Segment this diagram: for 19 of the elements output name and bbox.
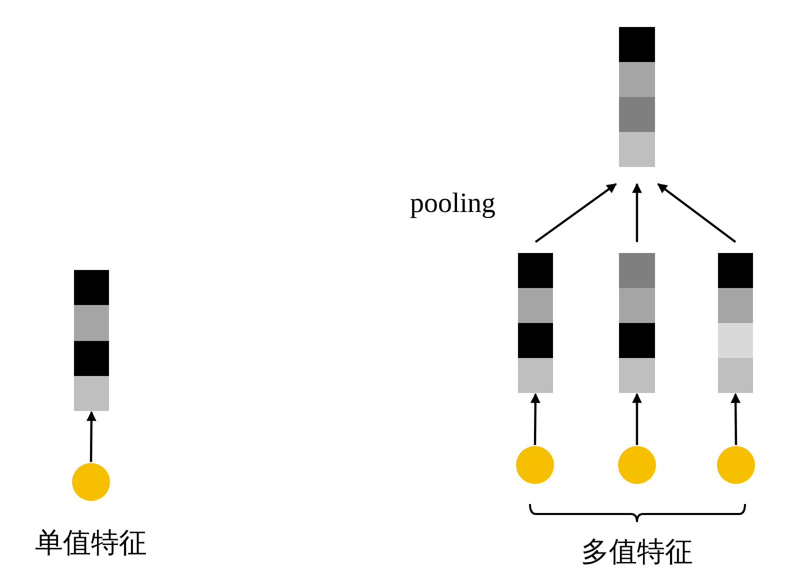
feature-circle bbox=[516, 446, 554, 484]
arrow bbox=[657, 183, 736, 243]
arrow bbox=[730, 393, 741, 446]
embedding-bar bbox=[718, 253, 753, 393]
embedding-bar bbox=[518, 253, 553, 393]
caption: 单值特征 bbox=[35, 525, 147, 561]
feature-circle bbox=[72, 463, 110, 501]
arrow bbox=[534, 183, 617, 243]
arrow bbox=[86, 411, 96, 462]
feature-circle bbox=[717, 446, 755, 484]
embedding-bar bbox=[619, 27, 655, 167]
embedding-bar bbox=[619, 253, 655, 393]
arrow bbox=[632, 393, 642, 445]
feature-circle bbox=[618, 446, 656, 484]
arrow bbox=[530, 393, 540, 446]
arrow bbox=[632, 183, 642, 242]
operation-label: pooling bbox=[410, 188, 496, 220]
embedding-bar bbox=[74, 270, 109, 411]
caption: 多值特征 bbox=[581, 534, 693, 570]
